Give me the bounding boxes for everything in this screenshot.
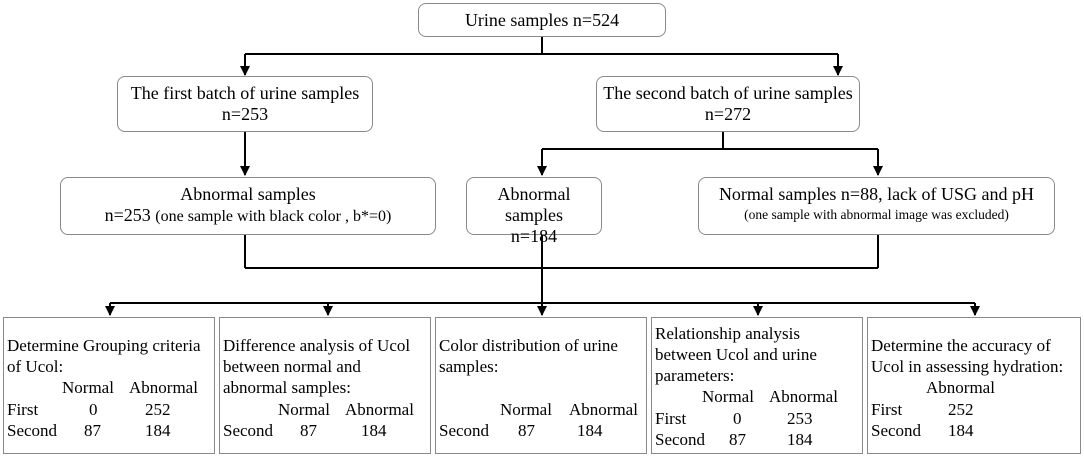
analysis4-row2-abnormal: 184 xyxy=(787,430,813,449)
analysis5-row2-abnormal: 184 xyxy=(948,421,974,440)
analysis4-row1-abnormal: 253 xyxy=(787,409,813,428)
analysis1-row2-abnormal: 184 xyxy=(145,421,171,440)
analysis1-title-line1: Determine Grouping criteria xyxy=(7,336,201,355)
analysis3-row1-label: Second xyxy=(439,421,490,440)
analysis-box-grouping-criteria: Determine Grouping criteria of Ucol: Nor… xyxy=(3,317,215,454)
analysis3-row1-normal: 87 xyxy=(518,421,535,440)
abnormal1-detail: n=253 (one sample with black color , b*=… xyxy=(61,205,435,227)
root-label: Urine samples n=524 xyxy=(464,10,620,30)
abnormal2-box: Abnormal samples n=184 xyxy=(466,177,602,246)
root-box: Urine samples n=524 xyxy=(418,3,666,37)
analysis2-row1-label: Second xyxy=(223,421,274,440)
analysis-box-relationship: Relationship analysis between Ucol and u… xyxy=(651,317,863,454)
analysis4-header-normal: Normal xyxy=(702,387,754,406)
analysis-box-difference: Difference analysis of Ucol between norm… xyxy=(219,317,431,454)
batch2-title: The second batch of urine samples xyxy=(603,83,853,103)
analysis2-row1-normal: 87 xyxy=(300,421,317,440)
abnormal1-box: Abnormal samples n=253 (one sample with … xyxy=(60,177,436,235)
analysis1-row2-label: Second xyxy=(7,421,58,440)
analysis5-title-line2: Ucol in assessing hydration: xyxy=(871,357,1064,376)
batch1-count: n=253 xyxy=(221,104,269,124)
batch1-box: The first batch of urine samples n=253 xyxy=(117,76,373,132)
abnormal1-note: (one sample with black color , b*=0) xyxy=(155,208,392,225)
batch1-title: The first batch of urine samples xyxy=(130,83,360,103)
analysis1-row1-label: First xyxy=(7,400,39,419)
analysis1-row2-normal: 87 xyxy=(84,421,101,440)
normal2-box: Normal samples n=88, lack of USG and pH … xyxy=(698,177,1055,235)
analysis-box-accuracy: Determine the accuracy of Ucol in assess… xyxy=(867,317,1081,454)
analysis1-row1-normal: 0 xyxy=(89,400,98,419)
abnormal2-title: Abnormal samples xyxy=(497,184,571,225)
analysis4-title-line3: parameters: xyxy=(655,366,735,385)
analysis1-header-abnormal: Abnormal xyxy=(129,378,198,397)
analysis4-title-line1: Relationship analysis xyxy=(655,324,800,343)
analysis3-header-abnormal: Abnormal xyxy=(569,400,638,419)
analysis4-row1-label: First xyxy=(655,409,687,428)
analysis4-title-line2: between Ucol and urine xyxy=(655,345,817,364)
analysis1-title-line2: of Ucol: xyxy=(7,357,64,376)
analysis1-header-normal: Normal xyxy=(62,378,114,397)
analysis4-row2-label: Second xyxy=(655,430,706,449)
normal2-note: (one sample with abnormal image was excl… xyxy=(744,207,1009,222)
analysis2-title-line3: abnormal samples: xyxy=(223,378,351,397)
analysis3-title-line1: Color distribution of urine xyxy=(439,336,618,355)
batch2-box: The second batch of urine samples n=272 xyxy=(596,76,860,132)
analysis3-title-line2: samples: xyxy=(439,357,499,376)
analysis2-title-line1: Difference analysis of Ucol xyxy=(223,336,411,355)
analysis2-row1-abnormal: 184 xyxy=(361,421,387,440)
batch2-count: n=272 xyxy=(704,104,752,124)
analysis3-header-normal: Normal xyxy=(500,400,552,419)
analysis5-title-line1: Determine the accuracy of xyxy=(871,336,1051,355)
analysis1-row1-abnormal: 252 xyxy=(145,400,171,419)
analysis5-row1-label: First xyxy=(871,400,903,419)
analysis4-row1-normal: 0 xyxy=(733,409,742,428)
analysis2-title-line2: between normal and xyxy=(223,357,361,376)
analysis5-row2-label: Second xyxy=(871,421,922,440)
analysis5-row1-abnormal: 252 xyxy=(948,400,974,419)
normal2-title: Normal samples n=88, lack of USG and pH xyxy=(718,184,1035,204)
analysis5-header-abnormal: Abnormal xyxy=(926,378,995,397)
analysis2-header-normal: Normal xyxy=(278,400,330,419)
abnormal1-count: n=253 xyxy=(104,205,151,225)
analysis3-row1-abnormal: 184 xyxy=(577,421,603,440)
abnormal1-title: Abnormal samples xyxy=(180,184,316,204)
abnormal2-count: n=184 xyxy=(510,226,558,246)
analysis-box-color-distribution: Color distribution of urine samples: Nor… xyxy=(435,317,647,454)
analysis4-row2-normal: 87 xyxy=(729,430,746,449)
analysis2-header-abnormal: Abnormal xyxy=(345,400,414,419)
analysis4-header-abnormal: Abnormal xyxy=(769,387,838,406)
